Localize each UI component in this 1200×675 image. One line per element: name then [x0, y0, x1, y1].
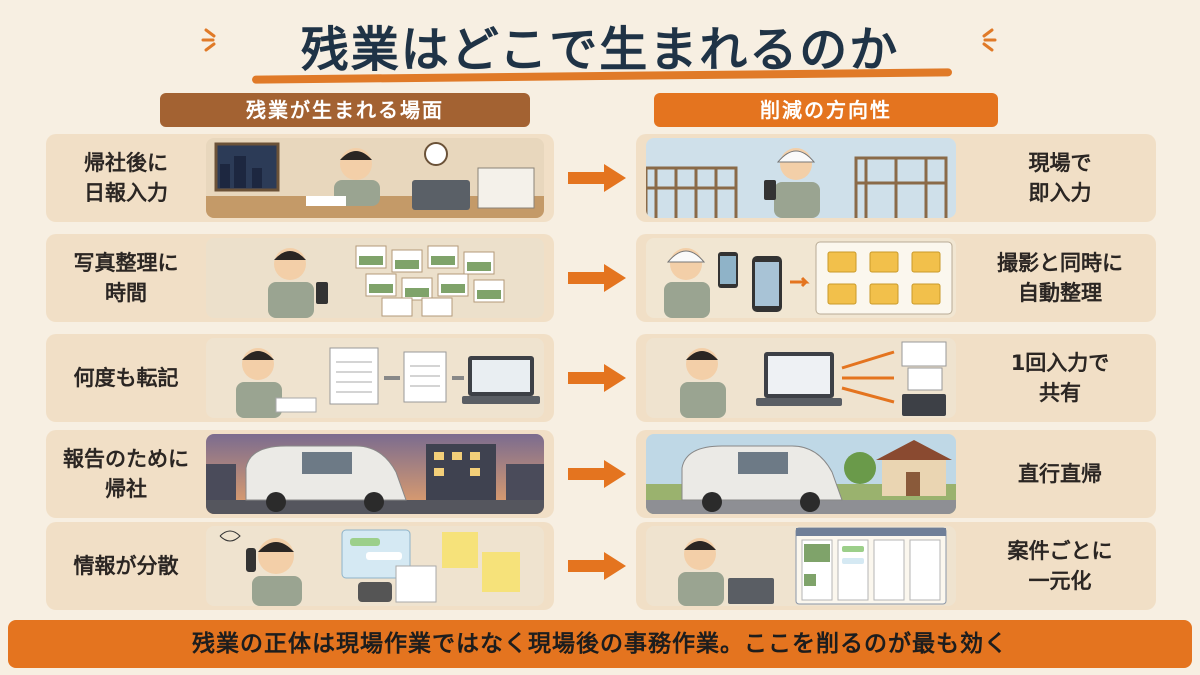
problem-label: 何度も転記: [73, 366, 179, 390]
solution-label: 1回入力で 共有: [1010, 351, 1110, 405]
arrow-right-icon: [568, 164, 626, 192]
right-accent-icon: [982, 28, 997, 52]
share-icon: [646, 338, 956, 418]
arrow-right-icon: [568, 364, 626, 392]
photo-pile-icon: [206, 238, 544, 318]
problem-label: 写真整理に 時間: [73, 251, 179, 305]
left-accent-icon: [201, 28, 216, 52]
site-phone-icon: [646, 138, 956, 218]
car-home-icon: [646, 434, 956, 514]
arrow-right-icon: [568, 460, 626, 488]
auto-folder-icon: [646, 238, 956, 318]
row-1: 帰社後に 日報入力 現場で 即入力: [46, 134, 1156, 222]
solution-label: 撮影と同時に 自動整理: [997, 251, 1123, 305]
title-area: 残業はどこで生まれるのか: [0, 6, 1200, 84]
car-office-icon: [206, 434, 544, 514]
unified-board-icon: [646, 526, 956, 606]
page-title: 残業はどこで生まれるのか: [300, 22, 900, 78]
problem-label: 報告のために 帰社: [63, 447, 189, 501]
problem-label: 情報が分散: [73, 554, 179, 578]
solution-column-header: 削減の方向性: [654, 93, 998, 127]
solution-label: 案件ごとに 一元化: [1007, 539, 1113, 593]
arrow-right-icon: [568, 552, 626, 580]
solution-label: 直行直帰: [1018, 462, 1102, 486]
scattered-info-icon: [206, 526, 544, 606]
row-2: 写真整理に 時間: [46, 234, 1156, 322]
row-3: 何度も転記 1回入力で 共有: [46, 334, 1156, 422]
row-5: 情報が分散 案件ごとに 一元化: [46, 522, 1156, 610]
office-night-icon: [206, 138, 544, 218]
arrow-right-icon: [568, 264, 626, 292]
transcribe-icon: [206, 338, 544, 418]
conclusion-banner: 残業の正体は現場作業ではなく現場後の事務作業。ここを削るのが最も効く: [8, 620, 1192, 668]
row-4: 報告のために 帰社 直行直帰: [46, 430, 1156, 518]
problem-label: 帰社後に 日報入力: [84, 151, 168, 205]
problem-column-header: 残業が生まれる場面: [160, 93, 530, 127]
solution-label: 現場で 即入力: [1028, 151, 1092, 205]
